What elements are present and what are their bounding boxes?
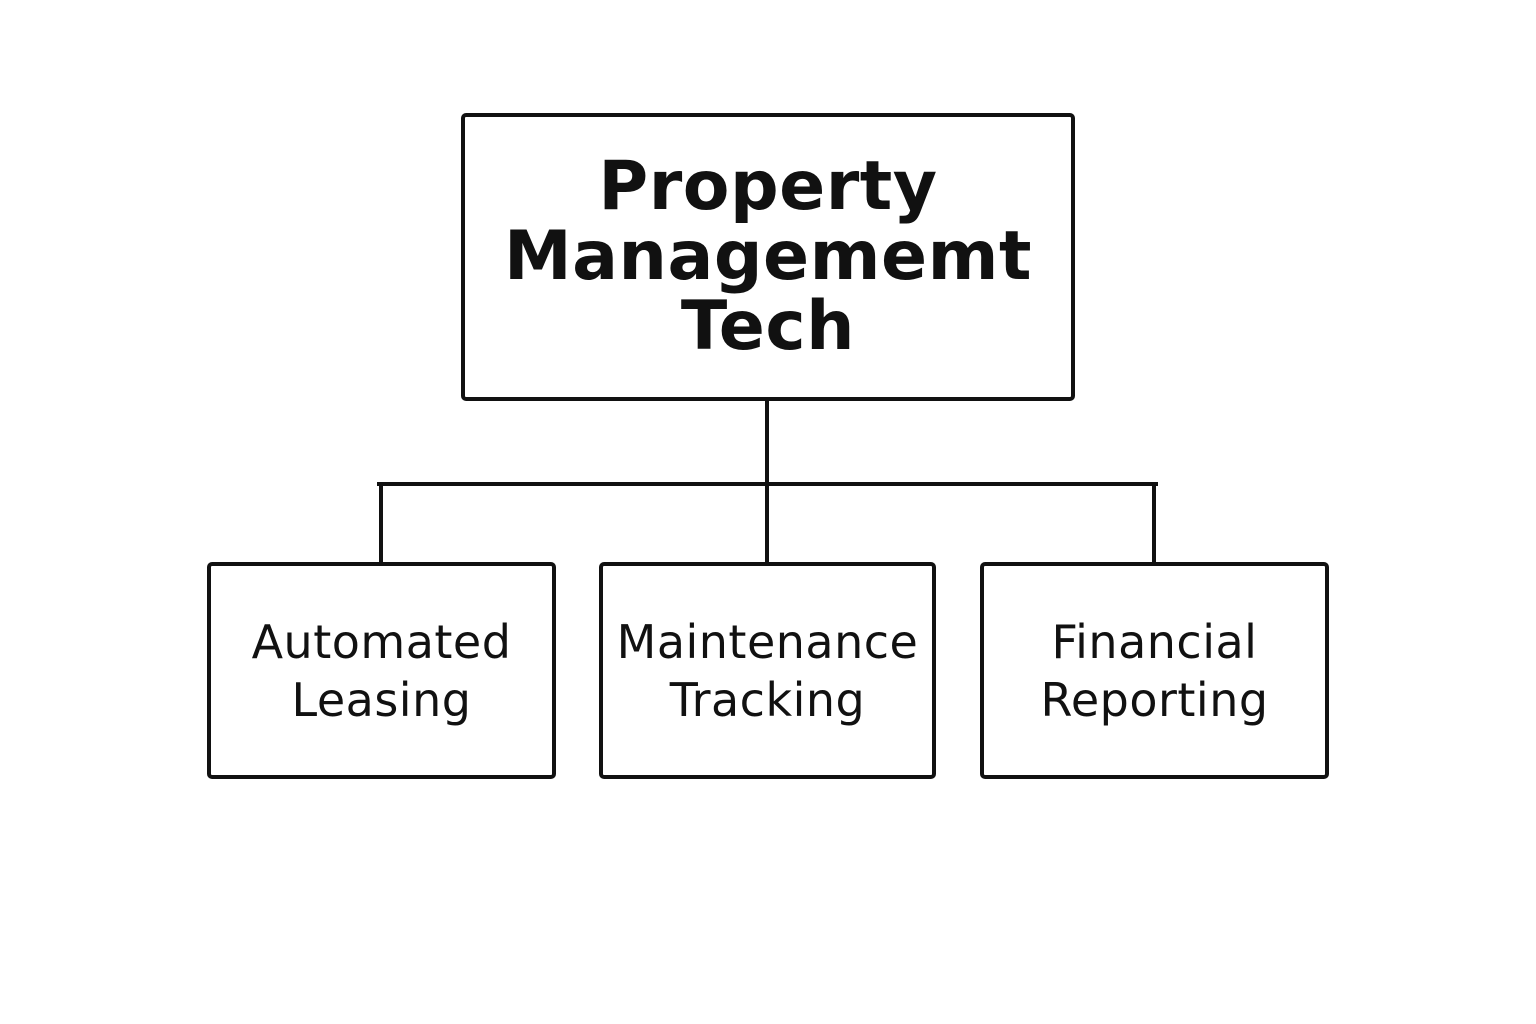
child-node-label: Automated Leasing — [251, 614, 512, 727]
child-node-automated-leasing: Automated Leasing — [207, 562, 556, 779]
child-node-maintenance-tracking: Maintenance Tracking — [599, 562, 936, 779]
child-node-financial-reporting: Financial Reporting — [980, 562, 1329, 779]
root-node-label: Property Managememt Tech — [504, 147, 1032, 366]
root-node-box: Property Managememt Tech — [461, 113, 1075, 401]
child-node-label: Financial Reporting — [1040, 614, 1269, 727]
child-node-label: Maintenance Tracking — [616, 614, 919, 727]
